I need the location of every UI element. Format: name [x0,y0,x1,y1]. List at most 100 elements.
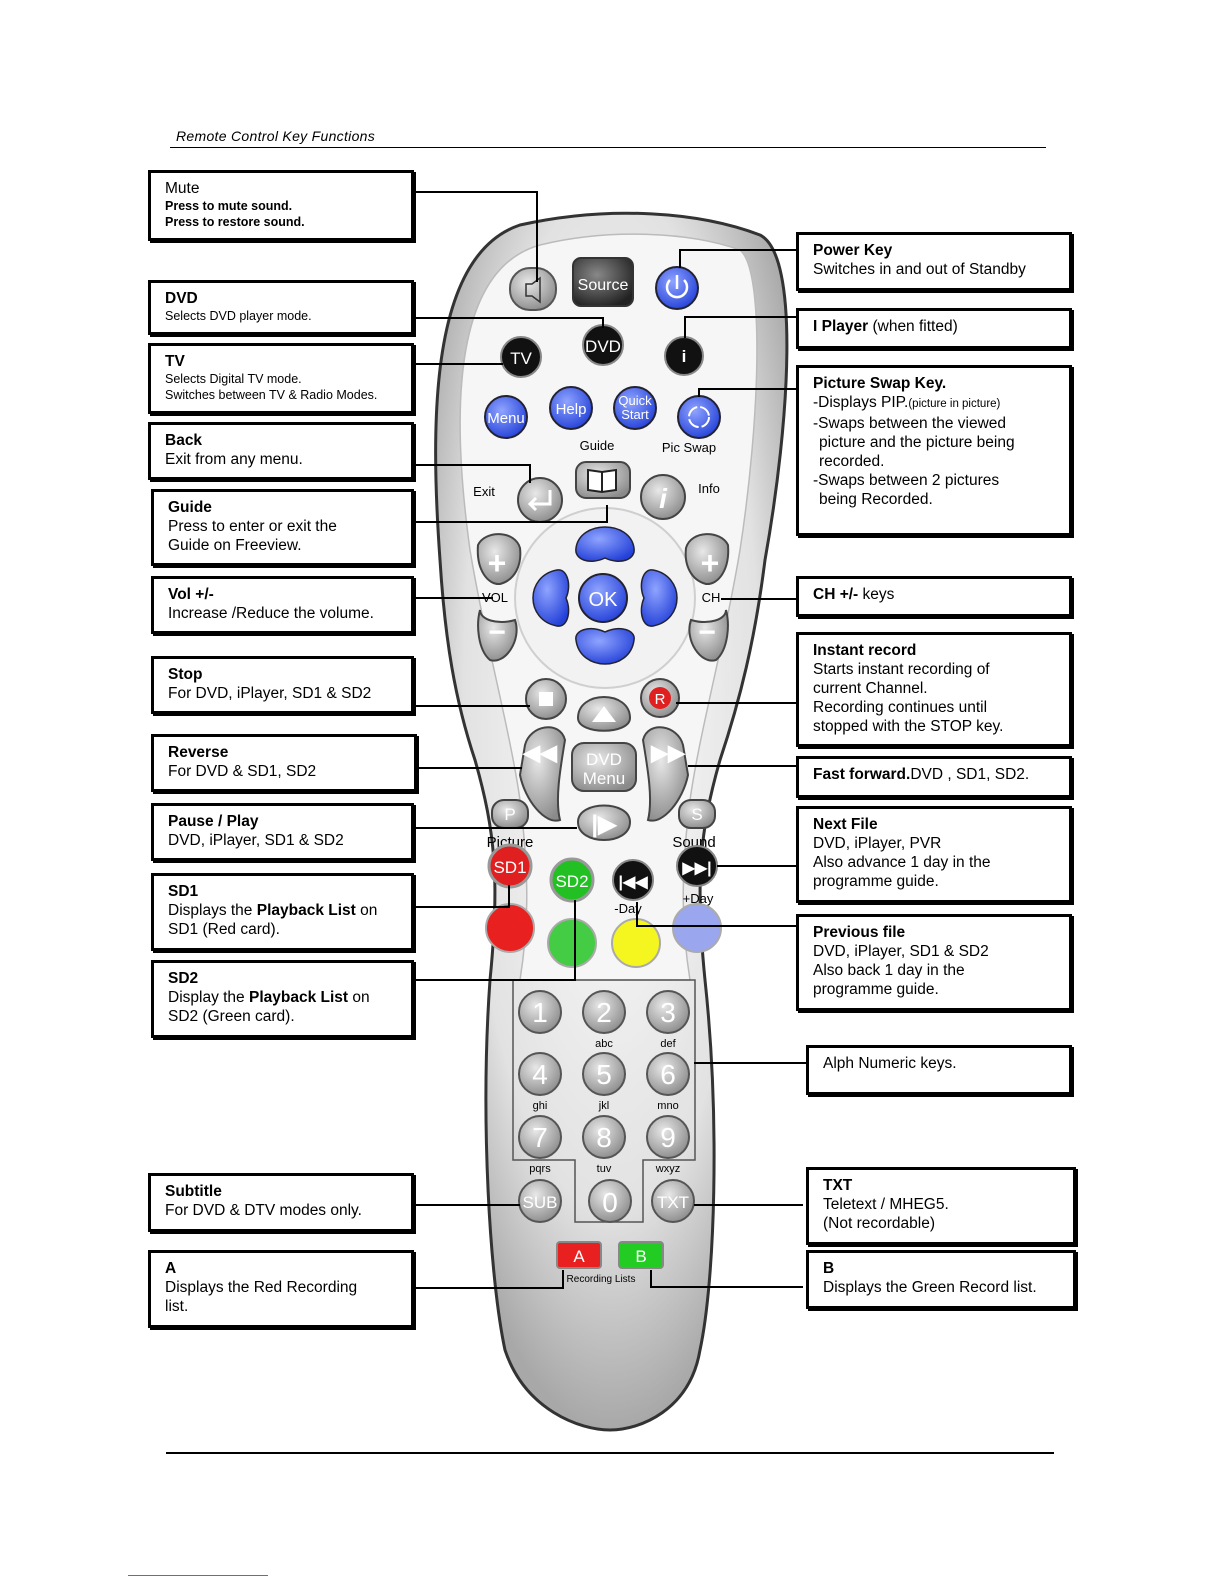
number-key-3[interactable] [646,990,690,1034]
callout-guide-title: Guide [168,499,212,516]
callout-ch-title: CH +/- [813,586,859,603]
callout-sd2-bold: Playback List [248,989,349,1006]
iplayer-icon: i [682,347,687,366]
number-key-letters: tuv [597,1163,612,1175]
record-dot [649,687,671,709]
subtitle-button [518,1179,562,1223]
number-key-7[interactable] [518,1115,562,1159]
up-triangle-icon [592,706,616,722]
callout-record-l1: Starts instant recording of [813,661,990,678]
tv-button-label: TV [510,349,532,368]
number-key-1[interactable] [518,990,562,1034]
number-key-letters: pqrs [529,1163,551,1175]
callout-prev-l1: DVD, iPlayer, SD1 & SD2 [813,943,989,960]
vol-minus-button [477,609,518,662]
number-key-label: 2 [596,997,612,1028]
callout-pause-line1: DVD, iPlayer, SD1 & SD2 [168,832,344,849]
zero-label: 0 [602,1187,618,1218]
callout-dvd-title: DVD [165,290,198,307]
number-key-9[interactable] [646,1115,690,1159]
leader-lines [415,191,806,1289]
minus-day-caption: -Day [614,901,642,916]
info-icon: i [659,483,668,514]
callout-sd2-title: SD2 [168,970,199,987]
source-button [572,257,634,307]
green-key [547,918,597,968]
callout-picswap-l4: recorded. [819,453,885,470]
blue-key [672,903,722,953]
number-key-6[interactable] [646,1052,690,1096]
a-label: A [573,1247,585,1266]
number-key-4[interactable] [518,1052,562,1096]
number-key-letters: mno [657,1100,678,1112]
callout-stop-line1: For DVD, iPlayer, SD1 & SD2 [168,685,372,702]
txt-label: TXT [657,1193,689,1212]
callout-reverse-title: Reverse [168,744,229,761]
help-button [549,386,593,430]
callout-vol: Vol +/- Increase /Reduce the volume. [151,576,414,634]
number-key-label: 9 [660,1122,676,1153]
number-key-5[interactable] [582,1052,626,1096]
number-key-letters: jkl [598,1100,609,1112]
plus-icon: + [701,545,720,581]
callout-previous-file: Previous file DVD, iPlayer, SD1 & SD2 Al… [796,914,1072,1011]
callout-pause-title: Pause / Play [168,813,259,830]
number-key-letters: def [660,1038,676,1050]
callout-record-l4: stopped with the STOP key. [813,718,1004,735]
callout-tv-title: TV [165,353,185,370]
callout-back-title: Back [165,432,203,449]
quick-start-label-1: Quick [618,393,652,408]
number-key-label: 3 [660,997,676,1028]
txt-button [651,1179,695,1223]
info-button [640,474,686,520]
plus-day-caption: +Day [683,891,714,906]
callout-subtitle-title: Subtitle [165,1183,222,1200]
skip-back-icon: |◀◀ [618,874,648,891]
callout-sd2: SD2 Display the Playback List on SD2 (Gr… [151,960,414,1038]
callout-stop-title: Stop [168,666,203,683]
pic-swap-icon [688,406,710,428]
callout-dvd-line1: Selects DVD player mode. [165,309,312,323]
picture-caption: Picture [487,834,534,851]
callout-ff-title: Fast forward. [813,766,911,783]
fast-forward-button [641,726,690,822]
rewind-icon: ◀◀ [522,740,558,765]
callout-ch-rest: keys [858,586,895,603]
callout-tv-line1: Selects Digital TV mode. [165,372,302,386]
callout-alpha-numeric: Alph Numeric keys. [806,1045,1072,1095]
sub-label: SUB [523,1193,558,1212]
number-key-label: 6 [660,1059,676,1090]
number-key-8[interactable] [582,1115,626,1159]
callout-iplayer-title: I Player [813,318,869,335]
b-button [618,1241,664,1269]
callout-txt-title: TXT [823,1177,853,1194]
callout-tv-line2: Switches between TV & Radio Modes. [165,388,378,402]
callout-sd1-pre: Displays the [168,902,257,919]
play-pause-icon: |▶ [591,811,618,838]
callout-mute-line1: Press to mute sound. [165,199,293,213]
callout-picswap-title: Picture Swap Key. [813,375,947,392]
ch-plus-button [684,533,730,585]
ch-caption: CH [702,590,721,605]
a-button [556,1241,602,1269]
callout-back: Back Exit from any menu. [148,422,414,480]
minus-icon: − [488,616,506,649]
dvd-menu-label-2: Menu [583,769,626,788]
quick-start-label-2: Start [621,407,649,422]
number-key-label: 1 [532,997,548,1028]
callout-iplayer: I Player (when fitted) [796,308,1072,349]
number-key-letters: wxyz [655,1163,680,1175]
pause-play-button [576,804,632,841]
callout-txt-l1: Teletext / MHEG5. [823,1196,949,1213]
callout-a-line2: list. [165,1298,189,1315]
callout-next-l3: programme guide. [813,873,939,890]
dvd-button-label: DVD [585,337,621,356]
callout-txt-l2: (Not recordable) [823,1215,935,1232]
number-key-2[interactable] [582,990,626,1034]
callout-reverse: Reverse For DVD & SD1, SD2 [151,734,417,792]
mute-button [509,267,557,311]
callout-ff-rest: DVD , SD1, SD2. [910,766,1030,783]
book-icon [587,468,617,494]
callout-sd1-title: SD1 [168,883,199,900]
